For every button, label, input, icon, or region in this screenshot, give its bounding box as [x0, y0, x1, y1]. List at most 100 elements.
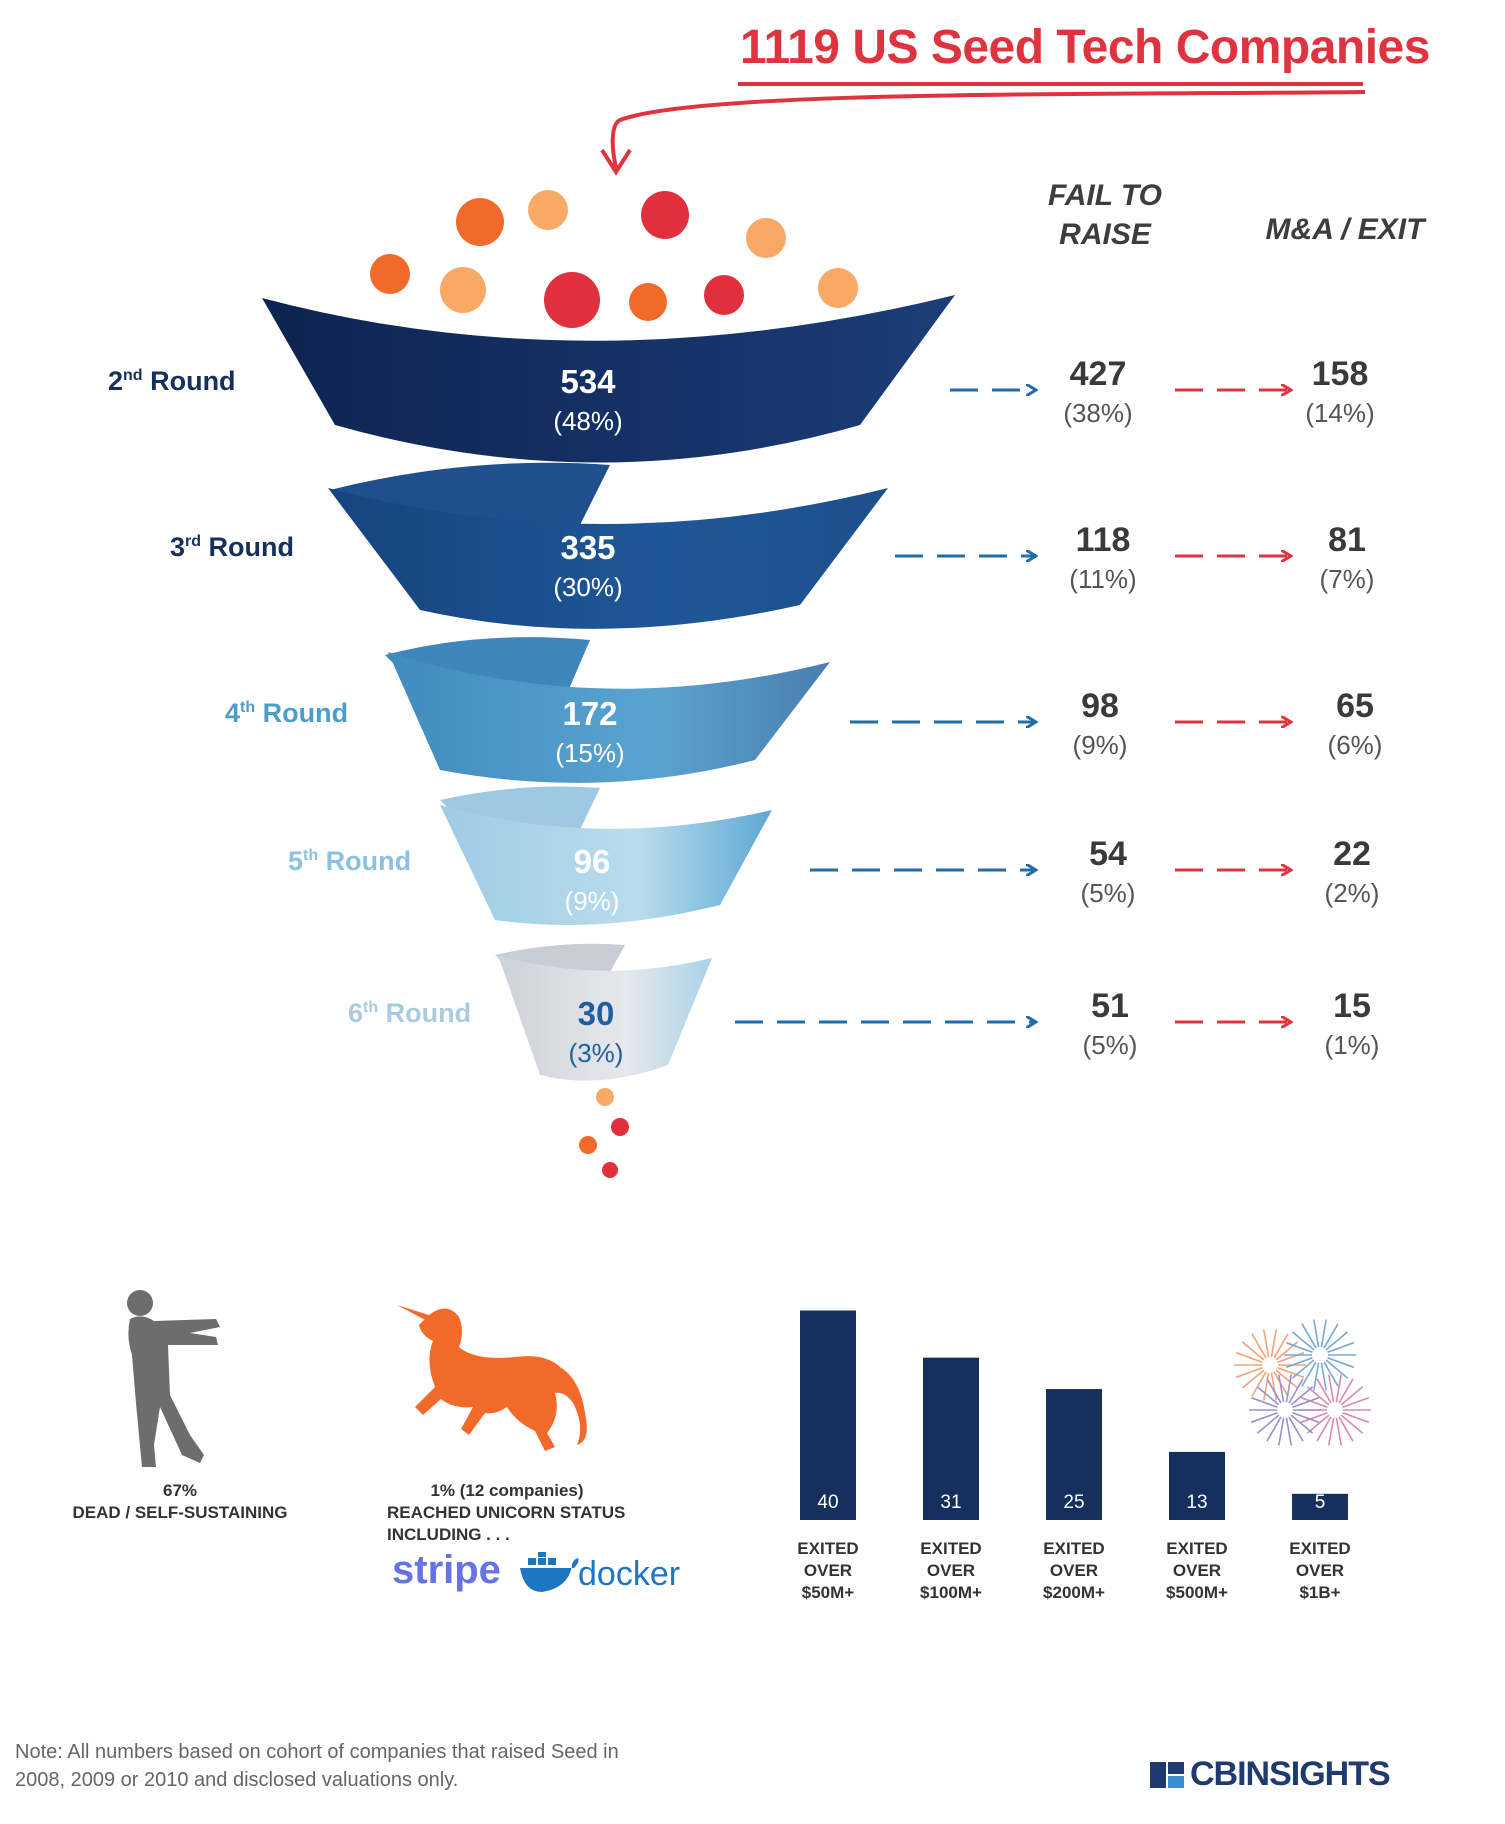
exit-value: 65 [1336, 687, 1374, 725]
exit-pct: (6%) [1327, 730, 1383, 760]
chart-title: 1119 US Seed Tech Companies [740, 21, 1430, 74]
firework-spark [1327, 1356, 1355, 1369]
bar-value-label: 5 [1315, 1492, 1326, 1513]
dot [456, 198, 504, 246]
fail-pct: (9%) [1072, 730, 1128, 760]
firework-spark [1270, 1329, 1278, 1358]
bar-category-label: $500M+ [1166, 1583, 1228, 1602]
bar-category-label: OVER [1296, 1561, 1344, 1580]
firework-spark [1290, 1386, 1314, 1406]
firework-spark [1273, 1333, 1289, 1359]
fail-value: 118 [1075, 521, 1131, 559]
firework-spark [1291, 1331, 1315, 1351]
firework-spark [1251, 1371, 1267, 1397]
funnel-band-3rd [328, 488, 888, 629]
firework-spark [1288, 1416, 1304, 1442]
funnel-band-4th [388, 652, 830, 783]
firework-spark [1327, 1341, 1355, 1354]
fail-pct: (38%) [1063, 398, 1133, 428]
round-suffix: rd [185, 533, 202, 550]
title-underline [738, 82, 1363, 86]
firework-spark [1250, 1411, 1278, 1424]
firework-spark [1275, 1341, 1299, 1361]
round-suffix: nd [123, 367, 143, 384]
firework-spark [1338, 1416, 1354, 1442]
firework-spark [1277, 1374, 1285, 1403]
bar-category-label: EXITED [1166, 1539, 1227, 1558]
firework-spark [1325, 1331, 1349, 1351]
stripe-logo: stripe [392, 1548, 501, 1592]
unicorn-line3: INCLUDING . . . [387, 1525, 510, 1544]
funnel-band-6th [498, 955, 712, 1081]
bar-category-label: $50M+ [802, 1583, 855, 1602]
round-word: Round [142, 366, 236, 396]
zombie-icon [127, 1290, 220, 1467]
funnel-band-5th [440, 805, 772, 925]
exit-pct: (14%) [1305, 398, 1375, 428]
round-label-6th: 6th Round [348, 998, 471, 1029]
exit-value: 22 [1333, 835, 1371, 873]
funnel-value: 172 [562, 695, 618, 732]
round-word: Round [318, 846, 412, 876]
dot [746, 218, 786, 258]
firework-spark [1277, 1351, 1305, 1364]
firework-spark [1288, 1378, 1304, 1404]
firework-spark [1266, 1378, 1282, 1404]
dot [818, 268, 858, 308]
round-ordinal: 3 [170, 532, 186, 562]
dot [440, 267, 486, 313]
funnel-pct: (30%) [553, 572, 623, 602]
firework-spark [1301, 1361, 1317, 1387]
firework-spark [1312, 1362, 1320, 1391]
firework-spark [1340, 1386, 1364, 1406]
firework-spark [1262, 1329, 1270, 1358]
exit-bar-chart: 40EXITEDOVER$50M+31EXITEDOVER$100M+25EXI… [797, 1310, 1351, 1602]
dot [611, 1118, 629, 1136]
exit-value: 81 [1328, 521, 1366, 559]
firework-spark [1235, 1351, 1263, 1364]
dot [528, 190, 568, 230]
funnel-value: 96 [573, 843, 611, 880]
firework-spark [1266, 1416, 1282, 1442]
firework-spark [1300, 1411, 1328, 1424]
firework-spark [1320, 1319, 1328, 1348]
bar-value-label: 40 [817, 1492, 838, 1513]
firework-spark [1325, 1359, 1349, 1379]
funnel-value: 534 [560, 363, 616, 400]
round-suffix: th [363, 999, 379, 1016]
round-word: Round [255, 698, 349, 728]
firework-spark [1327, 1374, 1335, 1403]
funnel-value: 30 [577, 995, 615, 1032]
firework-spark [1323, 1323, 1339, 1349]
firework-spark [1241, 1369, 1265, 1389]
round-label-2nd: 2nd Round [108, 366, 236, 397]
bar-value-label: 31 [940, 1492, 961, 1513]
bar [1292, 1493, 1348, 1520]
exit-pct: (2%) [1324, 878, 1380, 908]
funnel-graphic [262, 90, 1366, 1178]
docker-logo: docker [578, 1555, 681, 1593]
firework-spark [1306, 1386, 1330, 1406]
firework-spark [1277, 1366, 1305, 1379]
bar-category-label: OVER [1050, 1561, 1098, 1580]
round-suffix: th [240, 699, 256, 716]
firework-spark [1251, 1333, 1267, 1359]
firework-spark [1290, 1414, 1314, 1434]
firework-spark [1316, 1416, 1332, 1442]
unicorn-line2: REACHED UNICORN STATUS [387, 1503, 626, 1522]
ma-exit-header: M&A / EXIT [1265, 213, 1425, 246]
round-label-5th: 5th Round [288, 846, 411, 877]
round-label-3rd: 3rd Round [170, 532, 294, 563]
fail-to-raise-header: FAIL TO RAISE [1048, 179, 1162, 251]
firework-spark [1270, 1372, 1278, 1401]
firework-spark [1340, 1414, 1364, 1434]
funnel-pct: (9%) [564, 886, 620, 916]
funnel-pct: (48%) [553, 406, 623, 436]
bar-category-label: EXITED [797, 1539, 858, 1558]
dot [579, 1136, 597, 1154]
firework-spark [1241, 1341, 1265, 1361]
firework-spark [1285, 1341, 1313, 1354]
fail-value: 54 [1089, 835, 1127, 873]
bar [1046, 1389, 1102, 1520]
funnel-pct: (3%) [568, 1038, 624, 1068]
